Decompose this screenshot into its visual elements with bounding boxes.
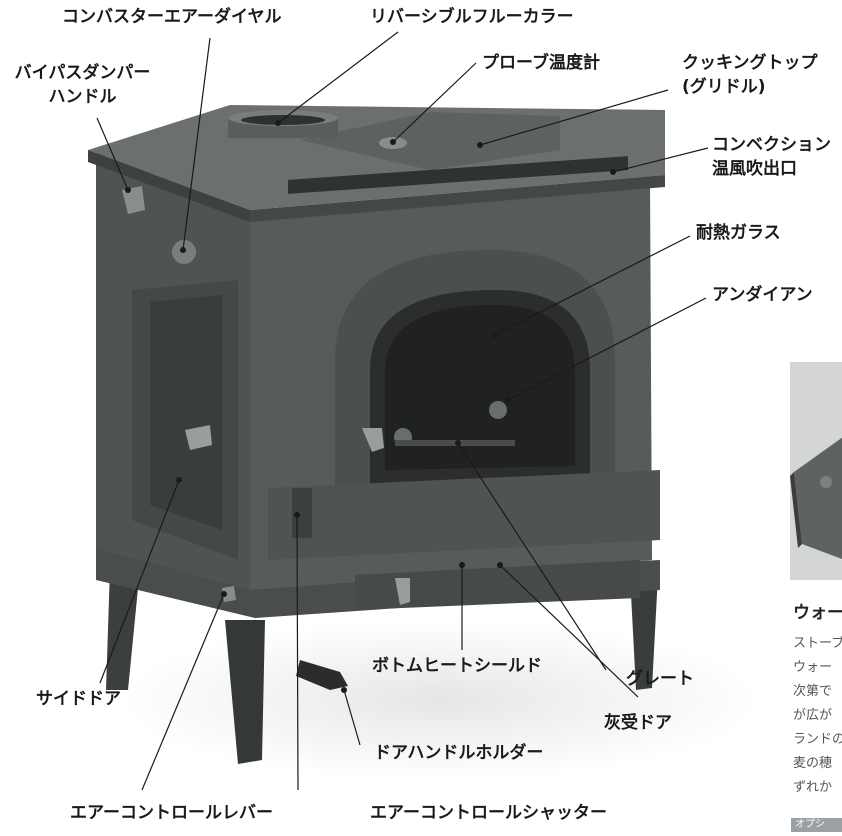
ash-door-handle xyxy=(395,578,410,605)
side-panel-line: 麦の穂 xyxy=(793,756,833,771)
bypass-handle xyxy=(122,186,145,214)
door-handle-holder xyxy=(296,660,348,690)
leg-front-right xyxy=(630,575,658,690)
leg-left-back xyxy=(106,568,140,690)
side-panel-line: ウォー xyxy=(793,660,833,675)
side-panel-line: ストーブ xyxy=(793,636,842,651)
leader-glass xyxy=(494,235,691,336)
front-door-handle xyxy=(362,428,384,452)
leader-convection xyxy=(612,147,709,173)
side-panel-line: 次第で xyxy=(793,684,833,699)
leader-air-lever xyxy=(141,593,225,791)
leader-air-shutter xyxy=(296,514,299,791)
leader-grate xyxy=(457,442,607,671)
side-door-handle xyxy=(185,425,212,450)
leader-ash-door xyxy=(499,564,639,698)
label-combustor-air-dial: コンバスターエアーダイヤル xyxy=(62,7,282,27)
ash-door-panel xyxy=(268,470,660,560)
label-cooking-top-line1: クッキングトップ xyxy=(682,53,818,73)
warmer-product-photo xyxy=(790,362,842,580)
stove-body xyxy=(88,105,665,764)
label-air-control-lever: エアーコントロールレバー xyxy=(70,803,273,823)
label-andiron: アンダイアン xyxy=(712,285,813,305)
label-convection-outlet-line2: 温風吹出口 xyxy=(712,159,797,179)
ash-door xyxy=(355,560,640,610)
leader-side-door xyxy=(99,479,180,684)
convection-louvre xyxy=(288,156,628,194)
leader-combustor-dial xyxy=(182,37,211,251)
side-panel-title: ウォー xyxy=(793,603,842,623)
leader-door-handle-holder xyxy=(343,689,361,746)
label-door-handle-holder: ドアハンドルホルダー xyxy=(374,743,544,763)
label-convection-outlet-line1: コンベクション xyxy=(712,135,831,155)
leader-andiron xyxy=(507,297,707,401)
side-panel-line: ずれか xyxy=(793,780,833,795)
side-panel-line: が広が xyxy=(793,708,833,723)
option-badge: オプシ xyxy=(791,818,842,832)
side-panel-line: ランドの xyxy=(793,732,842,747)
label-reversible-flue-collar: リバーシブルフルーカラー xyxy=(370,7,574,27)
leader-probe xyxy=(392,62,477,143)
leader-lines xyxy=(96,31,709,791)
andiron-right xyxy=(489,401,507,419)
label-ash-door: 灰受ドア xyxy=(604,713,672,733)
leader-dots xyxy=(125,120,616,693)
label-bottom-heat-shield: ボトムヒートシールド xyxy=(372,656,542,676)
label-grate: グレート xyxy=(626,669,694,689)
label-bypass-damper-handle-line1: バイパスダンパー xyxy=(14,63,151,83)
cooking-griddle xyxy=(300,112,560,170)
label-air-control-shutter: エアーコントロールシャッター xyxy=(370,803,607,823)
label-bypass-damper-handle-line2: ハンドル xyxy=(48,87,117,107)
air-control-lever xyxy=(222,586,236,602)
leg-front-left xyxy=(225,620,265,764)
label-cooking-top-line2: (グリドル) xyxy=(682,77,766,97)
leader-bypass xyxy=(96,117,129,191)
leader-cooking-top xyxy=(479,89,669,146)
label-side-door: サイドドア xyxy=(36,689,121,709)
label-heat-resistant-glass: 耐熱ガラス xyxy=(696,223,781,243)
leader-flue-collar xyxy=(277,31,399,124)
label-probe-thermometer: プローブ温度計 xyxy=(482,53,600,73)
